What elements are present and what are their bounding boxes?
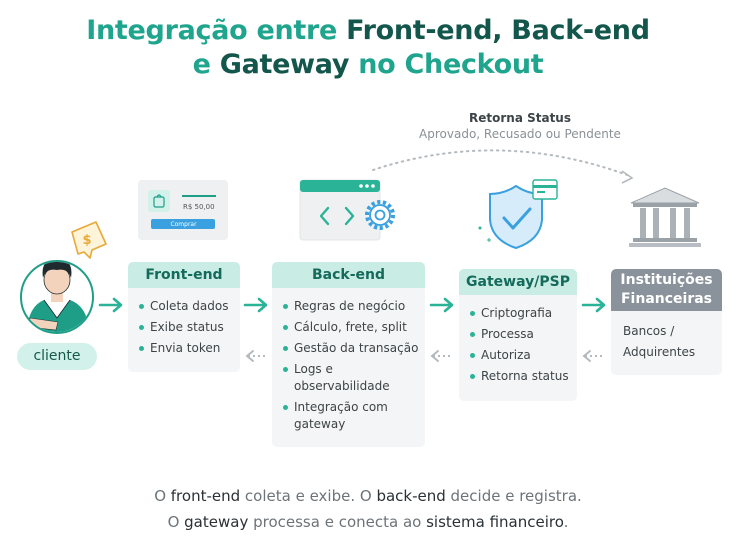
gateway-heading: Gateway/PSP — [459, 269, 577, 295]
title-part: Gateway — [219, 49, 350, 80]
footer-line-2: O gateway processa e conecta ao sistema … — [0, 513, 736, 531]
svg-text:$: $ — [82, 233, 91, 248]
list-item: Logs e observabilidade — [282, 361, 392, 395]
frontend-heading: Front-end — [128, 262, 240, 288]
gateway-card: Gateway/PSP Criptografia Processa Autori… — [459, 269, 577, 401]
title-part: e — [192, 49, 220, 80]
backend-heading: Back-end — [272, 262, 425, 288]
footer-emphasis: front-end — [170, 487, 241, 505]
list-item: Regras de negócio — [282, 298, 425, 315]
footer-text: decide e registra. — [445, 487, 582, 505]
list-item: Autoriza — [469, 347, 577, 364]
list-item: Processa — [469, 326, 577, 343]
footer-emphasis: gateway — [184, 513, 249, 531]
backward-arrow — [582, 350, 605, 362]
title-part: Front-end, Back-end — [346, 15, 650, 46]
list-item: Envia token — [138, 340, 240, 357]
footer-line-1: O front-end coleta e exibe. O back-end d… — [0, 487, 736, 505]
institutions-card: Instituições Financeiras Bancos / Adquir… — [611, 269, 722, 375]
return-status-subtitle: Aprovado, Recusado ou Pendente — [419, 127, 621, 141]
backward-arrow — [430, 350, 453, 362]
forward-arrow — [429, 297, 454, 313]
mock-buy-button: Comprar — [170, 221, 197, 228]
frontend-card: Front-end Coleta dados Exibe status Envi… — [128, 262, 240, 372]
diagram-title: Integração entre Front-end, Back-end e G… — [0, 14, 736, 82]
mock-price: R$ 50,00 — [183, 203, 215, 211]
list-item: Gestão da transação — [282, 340, 425, 357]
code-window-icon — [299, 179, 381, 241]
list-item: Exibe status — [138, 319, 240, 336]
list-item: Integração com gateway — [282, 399, 392, 433]
backward-arrow — [245, 350, 268, 362]
footer-text: O — [167, 513, 185, 531]
footer-text: coleta e exibe. O — [240, 487, 377, 505]
return-status-arrow — [372, 149, 634, 184]
footer-emphasis: back-end — [376, 487, 446, 505]
list-item: Cálculo, frete, split — [282, 319, 425, 336]
gateway-list: Criptografia Processa Autoriza Retorna s… — [459, 295, 577, 385]
forward-arrow — [581, 297, 606, 313]
client-avatar — [20, 260, 94, 334]
backend-list: Regras de negócio Cálculo, frete, split … — [272, 288, 425, 433]
footer-text: . — [563, 513, 569, 531]
bank-building-icon — [629, 187, 701, 247]
backend-card: Back-end Regras de negócio Cálculo, fret… — [272, 262, 425, 447]
forward-arrow — [243, 297, 268, 313]
footer-text: processa e conecta ao — [248, 513, 427, 531]
gear-icon — [365, 200, 395, 230]
list-item: Criptografia — [469, 305, 577, 322]
list-item: Retorna status — [469, 368, 577, 385]
shield-check-icon — [478, 179, 558, 250]
institutions-body: Bancos / Adquirentes — [623, 324, 696, 359]
institutions-heading: Instituições Financeiras — [611, 269, 722, 311]
list-item: Coleta dados — [138, 298, 240, 315]
payment-bubble-icon: $ — [71, 221, 107, 259]
footer-emphasis: sistema financeiro — [426, 513, 564, 531]
title-part: Integração entre — [86, 15, 347, 46]
return-status-title: Retorna Status — [469, 111, 571, 125]
title-part: no Checkout — [349, 49, 544, 80]
client-label: cliente — [17, 343, 97, 370]
checkout-mock-icon — [138, 180, 228, 240]
footer-text: O — [154, 487, 171, 505]
frontend-list: Coleta dados Exibe status Envia token — [128, 288, 240, 357]
forward-arrow — [98, 297, 123, 313]
